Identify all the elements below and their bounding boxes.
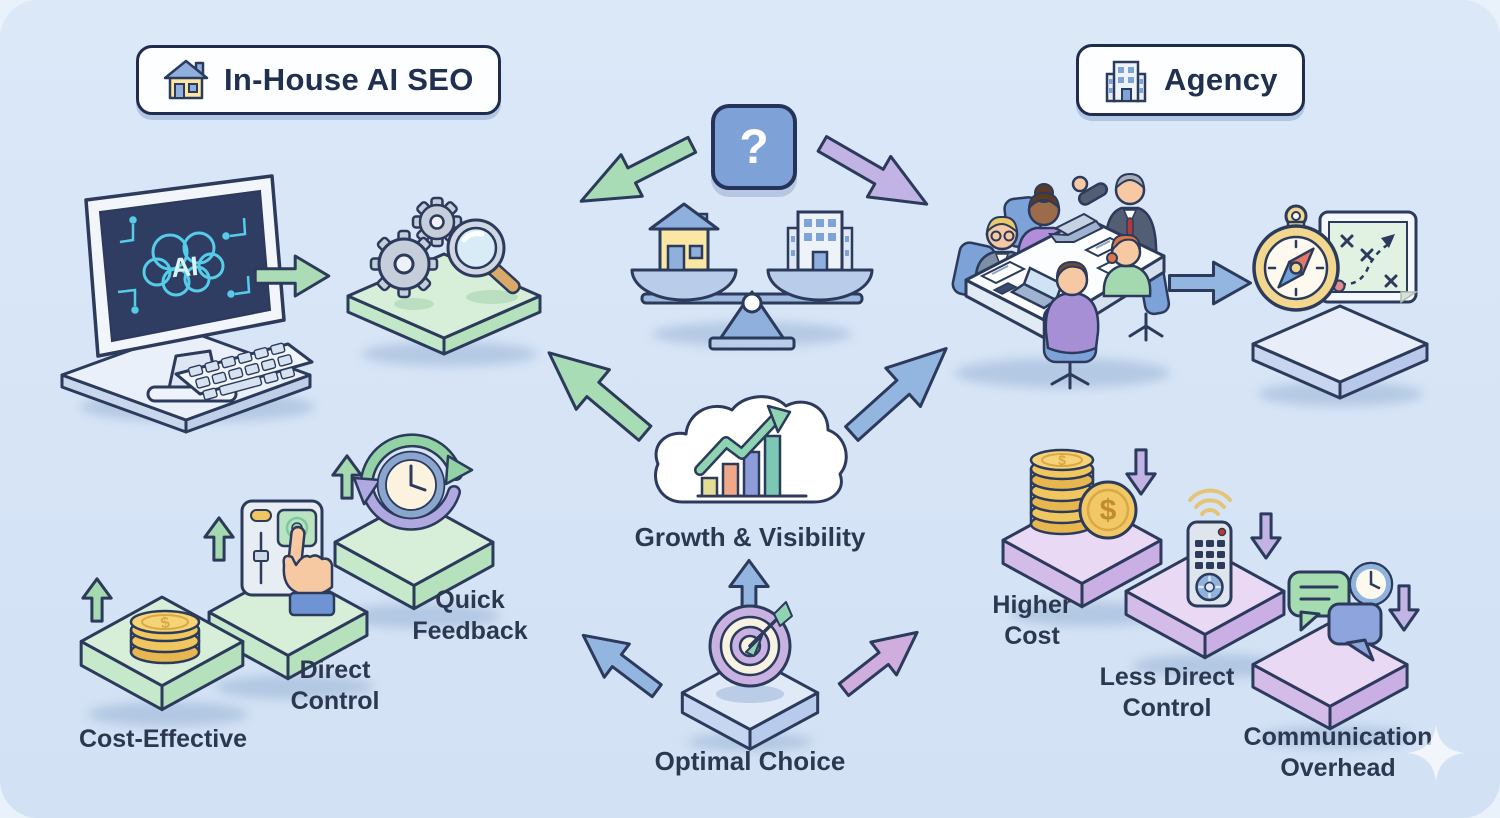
coin-stack-icon: $ $ (1029, 448, 1138, 540)
agency-meeting-icon (951, 172, 1171, 390)
person-back-man (1042, 260, 1100, 390)
badge-agency-label: Agency (1164, 62, 1278, 97)
strategy-board-icon (1318, 210, 1419, 304)
ai-screen-text: AI (170, 251, 200, 283)
wifi-icon (1188, 488, 1232, 516)
control-panel-icon (240, 499, 336, 617)
arrow-inhouse-flow-icon (252, 252, 332, 300)
person-green-woman (1102, 233, 1152, 298)
pressing-hand-icon (282, 525, 336, 617)
gear-small-icon (411, 196, 463, 248)
balance-scale-icon (630, 202, 874, 351)
cons-shadow-3 (1260, 726, 1412, 748)
con-label-less-control: Less Direct Control (1099, 663, 1235, 722)
growth-cloud-icon (654, 395, 848, 504)
pros-shadow-3 (342, 604, 500, 628)
badge-agency: Agency (1076, 44, 1305, 116)
question-mark: ? (739, 120, 769, 174)
growth-label: Growth & Visibility (634, 522, 866, 552)
arrow-up-control-icon (202, 516, 236, 562)
coins-icon: $ (129, 609, 201, 665)
badge-in-house-label: In-House AI SEO (224, 62, 474, 97)
chat-clock-icon (1287, 561, 1394, 662)
refresh-clock-icon (352, 433, 474, 531)
chair-base (1128, 312, 1164, 342)
arrow-optimal-right-icon (825, 610, 935, 712)
compass-icon (1252, 204, 1340, 312)
pro-label-cost-effective: Cost-Effective (78, 725, 248, 753)
seo-tools-platform (346, 196, 542, 356)
optimal-label: Optimal Choice (654, 746, 846, 776)
stack-dollar-text: $ (1058, 452, 1066, 468)
question-box: ? (711, 104, 797, 190)
arrow-optimal-left-icon (565, 613, 675, 713)
circuit-traces (117, 216, 251, 314)
con-label-higher-cost: Higher Cost (992, 591, 1072, 650)
growth-trend-arrow (694, 404, 792, 476)
chat-bubble-blue (1327, 602, 1383, 662)
pro-label-quick-feedback: Quick Feedback (412, 586, 528, 645)
house-icon (163, 59, 209, 100)
badge-in-house: In-House AI SEO (136, 45, 501, 115)
gear-big-icon (369, 229, 439, 299)
ai-brain-icon (142, 231, 225, 297)
con-label-comm-overhead: Communication Overhead (1243, 723, 1433, 782)
scale-house-icon (648, 202, 720, 272)
ai-computer-icon: AI (60, 174, 314, 434)
pro-label-direct-control: Direct Control (290, 656, 380, 715)
keyboard-keys (187, 342, 296, 401)
arrow-agency-flow-icon (1166, 258, 1254, 308)
target-dart-icon (708, 601, 793, 703)
coin-dollar-text: $ (159, 614, 171, 632)
front-coin-dollar-text: $ (1100, 494, 1117, 527)
clock-small-icon (1348, 561, 1394, 607)
pros-shadow-2 (216, 675, 374, 699)
strategy-platform (1251, 204, 1429, 400)
remote-control-icon (1186, 488, 1233, 608)
building-icon (1105, 60, 1147, 103)
scale-building-icon (786, 210, 854, 272)
magnifier-icon (446, 218, 521, 295)
sparkle-icon (1407, 724, 1465, 782)
